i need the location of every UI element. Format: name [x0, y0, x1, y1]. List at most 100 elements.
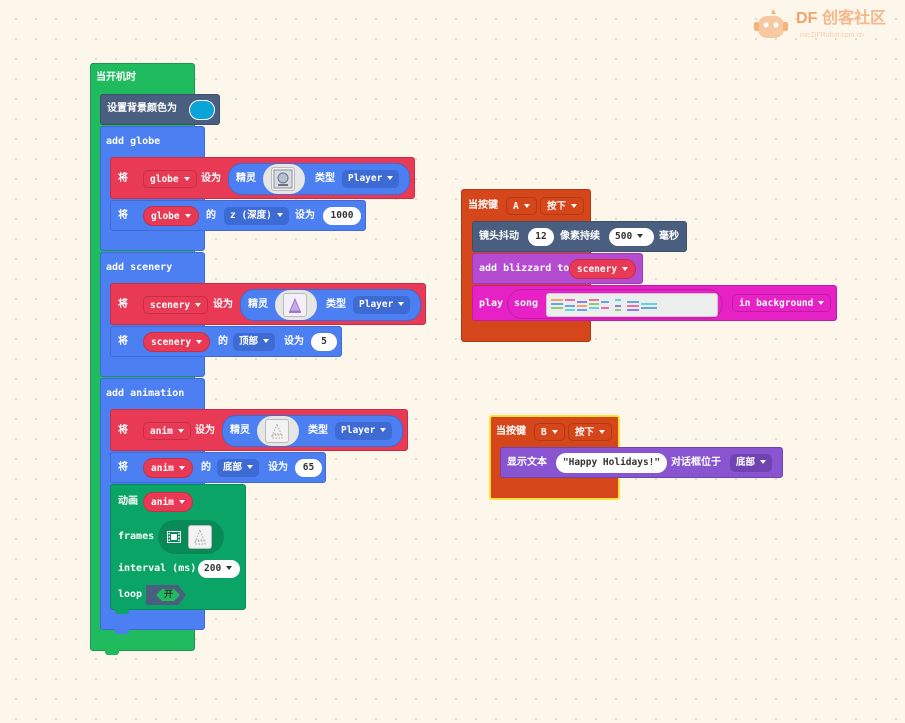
shake-amount-input[interactable]: 12	[528, 228, 554, 246]
color-picker-swatch[interactable]	[189, 100, 215, 120]
value-input[interactable]: 5	[311, 333, 337, 351]
property-dropdown[interactable]: z (深度)	[224, 207, 289, 225]
function-title-scenery: add scenery	[106, 262, 173, 273]
set-scenery-sprite-block[interactable]: 将 scenery 设为 精灵 类型 Player	[110, 283, 426, 325]
set-prefix-label: 将	[118, 425, 128, 436]
song-reporter[interactable]: song	[507, 289, 723, 319]
set-globe-property-block[interactable]: 将 globe 的 z (深度) 设为 1000	[110, 200, 366, 231]
camera-shake-block[interactable]: 镜头抖动 12 像素持续 500 毫秒	[472, 221, 687, 252]
button-b-dropdown[interactable]: B	[534, 423, 565, 441]
value-input[interactable]: 1000	[323, 207, 361, 225]
set-to-label: 设为	[295, 210, 315, 221]
globe-variable-reporter[interactable]: globe	[143, 206, 199, 226]
anim-image-icon	[265, 419, 289, 443]
frame-image-icon[interactable]	[188, 525, 212, 549]
globe-image-icon	[271, 167, 295, 191]
dialog-position-label: 对话框位于	[671, 457, 721, 468]
toggle-hexagon-icon	[146, 585, 186, 605]
on-start-label: 当开机时	[96, 72, 136, 83]
sprite-create-block[interactable]: 精灵 类型 Player	[240, 289, 421, 321]
show-text-label: 显示文本	[507, 457, 547, 468]
anim-variable-reporter[interactable]: anim	[143, 492, 193, 512]
kind-label: 类型	[308, 425, 328, 436]
sprite-create-block[interactable]: 精灵 类型 Player	[222, 415, 403, 447]
sprite-kind-dropdown[interactable]: Player	[335, 422, 393, 440]
show-text-block[interactable]: 显示文本 "Happy Holidays!" 对话框位于 底部	[500, 447, 783, 478]
sprite-image-slot[interactable]	[257, 416, 299, 446]
button-action-dropdown[interactable]: 按下	[568, 423, 613, 441]
set-to-label: 设为	[213, 299, 233, 310]
sprite-kind-dropdown[interactable]: Player	[353, 296, 411, 314]
property-dropdown[interactable]: 顶部	[233, 333, 276, 351]
frames-label: frames	[118, 531, 155, 542]
play-song-block[interactable]: play song in background	[472, 285, 837, 321]
of-label: 的	[218, 336, 228, 347]
function-title-globe: add globe	[106, 136, 161, 147]
scenery-variable-reporter[interactable]: scenery	[143, 332, 211, 352]
animate-label: 动画	[118, 496, 138, 507]
function-title-animation: add animation	[106, 388, 185, 399]
logo-url: mc.DFRobot.com.cn	[800, 32, 864, 39]
play-mode-dropdown[interactable]: in background	[732, 294, 832, 312]
on-button-label: 当按键	[496, 426, 526, 437]
film-icon	[167, 531, 181, 543]
on-button-label: 当按键	[468, 200, 498, 211]
anim-variable-dropdown[interactable]: anim	[143, 422, 191, 440]
loop-value: 开	[164, 590, 174, 600]
animate-block[interactable]: 动画 anim frames interval (ms) 200 loop 开	[110, 484, 246, 610]
sprite-image-slot[interactable]	[263, 164, 305, 194]
block-notch	[105, 650, 119, 655]
scenery-variable-dropdown[interactable]: scenery	[143, 296, 209, 314]
frames-array-slot[interactable]	[158, 520, 224, 554]
globe-variable-dropdown[interactable]: globe	[143, 170, 197, 188]
set-background-color-block[interactable]: 设置背景颜色为	[100, 94, 220, 125]
set-prefix-label: 将	[118, 210, 128, 221]
loop-toggle[interactable]: 开	[146, 585, 186, 605]
set-globe-sprite-block[interactable]: 将 globe 设为 精灵 类型 Player	[110, 157, 415, 199]
song-melody-field[interactable]	[546, 293, 718, 317]
set-prefix-label: 将	[118, 299, 128, 310]
camera-shake-label: 镜头抖动	[479, 231, 519, 242]
add-blizzard-label: add blizzard to	[479, 263, 570, 274]
set-bg-color-label: 设置背景颜色为	[107, 103, 177, 114]
logo-name: 创客社区	[822, 10, 887, 27]
kind-label: 类型	[326, 299, 346, 310]
button-a-dropdown[interactable]: A	[506, 197, 537, 215]
property-dropdown[interactable]: 底部	[217, 459, 260, 477]
block-notch	[115, 609, 129, 614]
loop-label: loop	[118, 589, 143, 600]
show-text-input[interactable]: "Happy Holidays!"	[556, 453, 667, 473]
shake-duration-dropdown[interactable]: 500	[609, 228, 654, 246]
blizzard-target-reporter[interactable]: scenery	[569, 259, 637, 279]
sprite-create-block[interactable]: 精灵 类型 Player	[228, 163, 410, 195]
sprite-label: 精灵	[248, 299, 268, 310]
interval-dropdown[interactable]: 200	[198, 560, 240, 578]
block-notch	[115, 629, 129, 634]
dialog-position-dropdown[interactable]: 底部	[730, 454, 773, 472]
set-anim-property-block[interactable]: 将 anim 的 底部 设为 65	[110, 452, 326, 483]
sprite-label: 精灵	[230, 425, 250, 436]
button-action-dropdown[interactable]: 按下	[540, 197, 585, 215]
set-to-label: 设为	[195, 425, 215, 436]
shake-mid-label: 像素持续	[560, 231, 600, 242]
melody-preview-icon	[551, 299, 657, 311]
sprite-label: 精灵	[236, 173, 256, 184]
set-prefix-label: 将	[118, 462, 128, 473]
song-label: song	[514, 298, 539, 309]
scenery-image-icon	[283, 293, 307, 317]
set-scenery-property-block[interactable]: 将 scenery 的 顶部 设为 5	[110, 326, 342, 357]
sprite-kind-dropdown[interactable]: Player	[342, 170, 400, 188]
set-to-label: 设为	[284, 336, 304, 347]
of-label: 的	[201, 462, 211, 473]
value-input[interactable]: 65	[295, 459, 322, 477]
anim-variable-reporter[interactable]: anim	[143, 458, 193, 478]
logo-brand: DF	[796, 10, 818, 27]
set-to-label: 设为	[268, 462, 288, 473]
robot-logo-icon	[754, 9, 788, 38]
sprite-image-slot[interactable]	[275, 290, 317, 320]
of-label: 的	[206, 210, 216, 221]
set-anim-sprite-block[interactable]: 将 anim 设为 精灵 类型 Player	[110, 409, 408, 451]
add-blizzard-block[interactable]: add blizzard to scenery	[472, 253, 643, 284]
logo: DF 创客社区 mc.DFRobot.com.cn	[752, 6, 897, 42]
play-label: play	[479, 298, 504, 309]
